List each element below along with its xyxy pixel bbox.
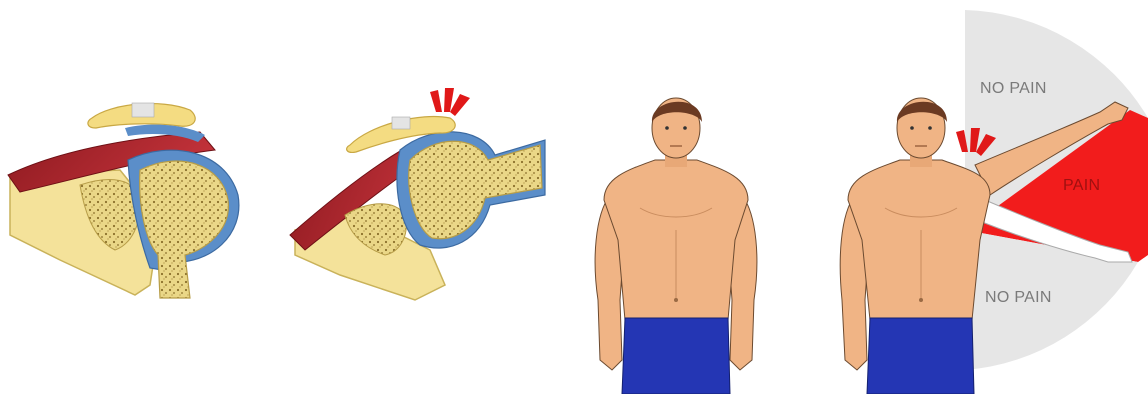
figure-arm-down <box>595 98 757 394</box>
ligament <box>392 117 410 129</box>
shorts <box>622 318 730 394</box>
ligament <box>132 103 154 117</box>
zone-label-lower: NO PAIN <box>985 289 1052 306</box>
humerus-head <box>140 161 229 298</box>
pain-marker-icon <box>430 88 470 116</box>
torso <box>848 160 990 320</box>
zone-label-upper: NO PAIN <box>980 80 1047 97</box>
shoulder-joint-normal <box>8 103 239 298</box>
shoulder-joint-impingement <box>290 88 545 300</box>
zone-label-pain: PAIN <box>1063 177 1100 194</box>
shorts <box>867 318 974 394</box>
